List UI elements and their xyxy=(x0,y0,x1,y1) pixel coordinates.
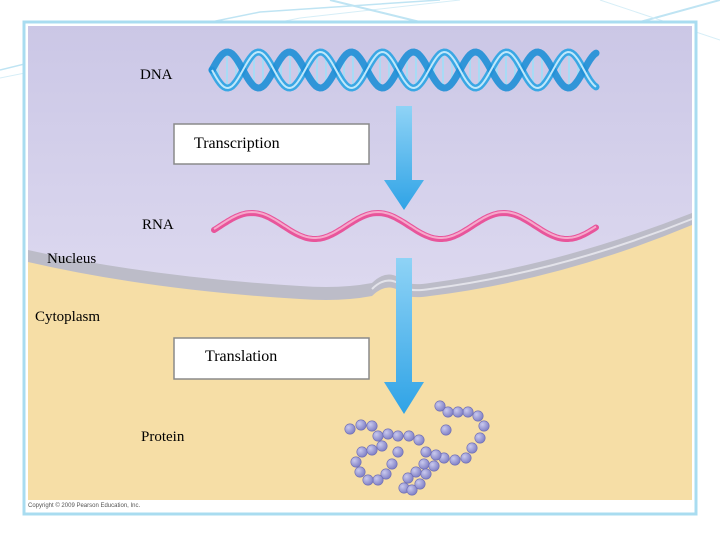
translation-label: Translation xyxy=(205,348,278,365)
cytoplasm-label: Cytoplasm xyxy=(35,309,101,325)
dna-label: DNA xyxy=(140,67,173,83)
protein-chain-icon xyxy=(344,400,490,496)
transcription-arrow-icon xyxy=(384,106,424,210)
transcription-box xyxy=(173,123,370,165)
copyright-text: Copyright © 2009 Pearson Education, Inc. xyxy=(28,503,141,509)
translation-arrow-icon xyxy=(384,258,424,414)
rna-label: RNA xyxy=(142,217,174,233)
protein-label: Protein xyxy=(141,429,185,445)
nucleus-label: Nucleus xyxy=(47,251,97,267)
dna-double-helix-icon xyxy=(208,48,600,92)
transcription-label: Transcription xyxy=(194,135,280,152)
rna-strand-icon xyxy=(211,209,599,242)
translation-box xyxy=(173,337,370,380)
